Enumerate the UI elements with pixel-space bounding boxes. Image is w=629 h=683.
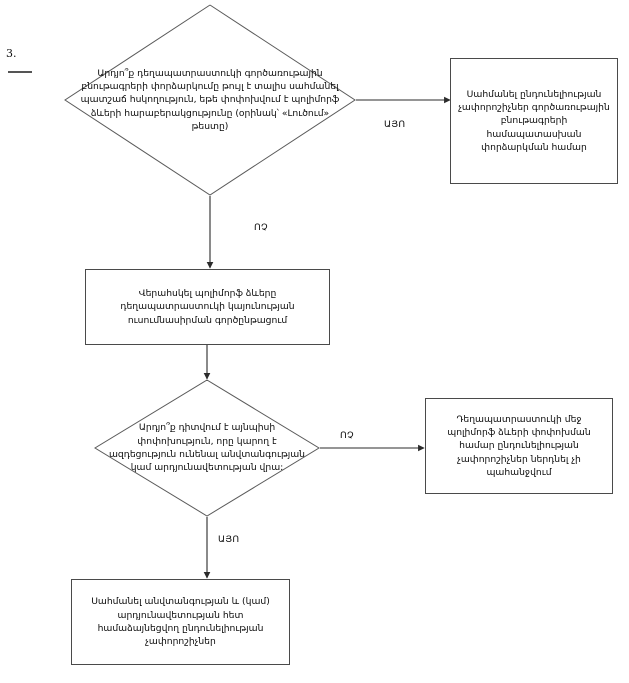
- page-number-label: 3.: [6, 47, 17, 60]
- decision-node-functional-test[interactable]: Արդյո՞ք դեղապատրաստուկի գործառութային բն…: [72, 36, 348, 164]
- box-set-acceptance-criteria-functional[interactable]: Սահմանել ընդունելիության չափորոշիչներ գո…: [450, 58, 618, 184]
- process-1-text: Վերահսկել պոլիմորֆ ձևերը դեղապատրաստուկի…: [120, 287, 295, 326]
- box-no-criteria-required[interactable]: Դեղապատրաստուկի մեջ պոլիմորֆ ձևերի փոփոխ…: [425, 398, 613, 494]
- box-set-criteria-safety-efficacy[interactable]: Սահմանել անվտանգության և (կամ) արդյունավ…: [71, 579, 290, 665]
- page-number-rule: [8, 71, 32, 73]
- box-1-text: Սահմանել ընդունելիության չափորոշիչներ գո…: [458, 88, 610, 154]
- decision-2-text: Արդյո՞ք դիտվում է այնպիսի փոփոխություն, …: [108, 422, 306, 474]
- decision-node-safety-efficacy-change[interactable]: Արդյո՞ք դիտվում է այնպիսի փոփոխություն, …: [104, 396, 310, 500]
- edge-label-d2-no: ՈՉ: [340, 430, 354, 441]
- edge-label-d1-yes: ԱՅՈ: [384, 119, 406, 130]
- box-2-text: Դեղապատրաստուկի մեջ պոլիմորֆ ձևերի փոփոխ…: [447, 413, 591, 479]
- edge-label-d1-no: ՈՉ: [254, 222, 268, 233]
- box-3-text: Սահմանել անվտանգության և (կամ) արդյունավ…: [91, 596, 270, 648]
- decision-1-text: Արդյո՞ք դեղապատրաստուկի գործառութային բն…: [80, 67, 340, 133]
- edge-label-d2-yes: ԱՅՈ: [218, 534, 240, 545]
- box-monitor-polymorph-stability[interactable]: Վերահսկել պոլիմորֆ ձևերը դեղապատրաստուկի…: [85, 269, 330, 345]
